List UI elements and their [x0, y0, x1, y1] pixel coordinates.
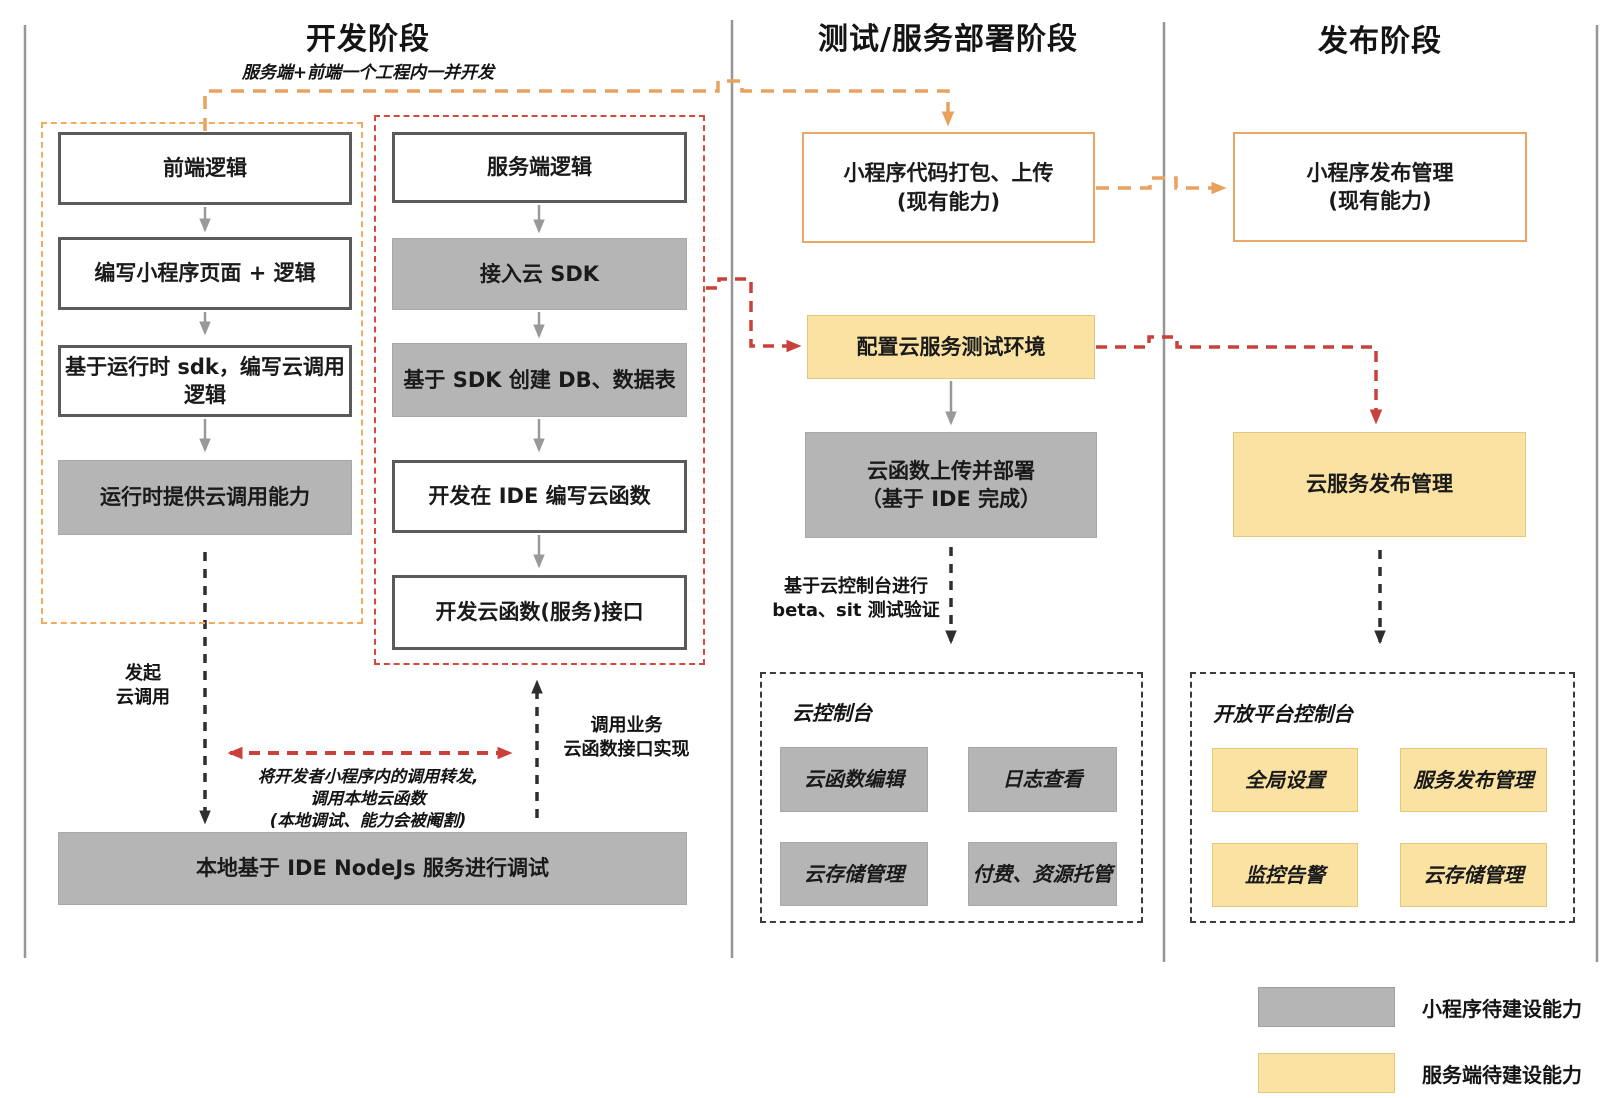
console-item-billing: 付费、资源托管	[968, 842, 1117, 906]
phase-title-dev: 开发阶段	[306, 22, 430, 57]
node-frontend-logic: 前端逻辑	[58, 132, 352, 205]
console-item-storage: 云存储管理	[780, 842, 928, 906]
frontend-group-container	[41, 122, 363, 624]
legend-swatch-gray	[1258, 987, 1395, 1027]
cloud-console-container	[760, 672, 1143, 923]
node-server-logic: 服务端逻辑	[392, 132, 687, 203]
node-runtime-sdk: 基于运行时 sdk，编写云调用 逻辑	[58, 345, 352, 417]
step-connector-arrows	[199, 205, 957, 569]
legend-label-yellow: 服务端待建设能力	[1422, 1062, 1582, 1087]
open-platform-console-title: 开放平台控制台	[1213, 702, 1353, 726]
console-item-service-publish: 服务发布管理	[1400, 748, 1547, 812]
label-beta-test: 基于云控制台进行 beta、sit 测试验证	[772, 576, 940, 621]
node-cloud-publish: 云服务发布管理	[1233, 432, 1526, 537]
node-local-debug: 本地基于 IDE NodeJs 服务进行调试	[58, 832, 687, 905]
node-ide-function: 开发在 IDE 编写云函数	[392, 460, 687, 533]
label-initiate-cloud-call: 发起 云调用	[116, 663, 170, 708]
node-deploy-func: 云函数上传并部署 （基于 IDE 完成）	[805, 432, 1097, 538]
phase-title-test: 测试/服务部署阶段	[818, 22, 1078, 57]
console-item-cloud-storage: 云存储管理	[1400, 843, 1547, 907]
node-access-sdk: 接入云 SDK	[392, 238, 687, 310]
node-pack-upload: 小程序代码打包、上传 (现有能力)	[802, 132, 1095, 243]
node-create-db: 基于 SDK 创建 DB、数据表	[392, 343, 687, 417]
miniprogram-flow-arrows	[203, 79, 1227, 195]
cloud-service-flow-arrows	[227, 277, 1383, 760]
label-forward-call: 将开发者小程序内的调用转发, 调用本地云函数 (本地调试、能力会被阉割)	[257, 767, 479, 830]
server-group-container	[374, 115, 705, 665]
legend-label-gray: 小程序待建设能力	[1422, 996, 1582, 1021]
cloud-console-title: 云控制台	[792, 701, 872, 725]
console-item-log-view: 日志查看	[968, 747, 1117, 812]
node-runtime-capability: 运行时提供云调用能力	[58, 460, 352, 535]
node-write-page: 编写小程序页面 + 逻辑	[58, 237, 352, 310]
phase-subtitle-dev: 服务端+前端一个工程内一并开发	[241, 63, 495, 83]
phase-title-release: 发布阶段	[1318, 24, 1442, 59]
open-platform-console-container	[1190, 672, 1575, 923]
console-item-func-edit: 云函数编辑	[780, 747, 928, 812]
node-publish-mgmt: 小程序发布管理 (现有能力)	[1233, 132, 1527, 242]
legend-swatch-yellow	[1258, 1053, 1395, 1093]
node-function-api: 开发云函数(服务)接口	[392, 575, 687, 650]
node-config-env: 配置云服务测试环境	[807, 315, 1095, 379]
debug-flow-arrows	[199, 547, 1386, 825]
label-call-impl: 调用业务 云函数接口实现	[563, 715, 690, 760]
console-item-monitor-alarm: 监控告警	[1212, 843, 1358, 907]
console-item-global-settings: 全局设置	[1212, 748, 1358, 812]
